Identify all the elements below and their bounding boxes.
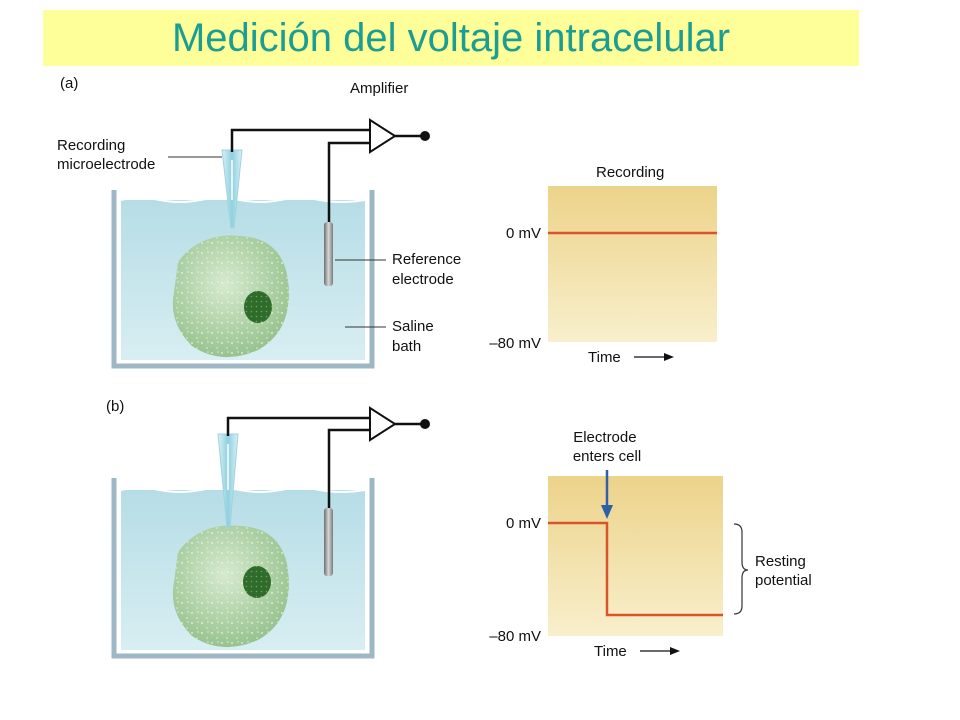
resting-potential-label: Resting potential	[755, 553, 812, 589]
output-terminal-b	[420, 419, 430, 429]
trace-b	[548, 521, 723, 617]
recording-microelectrode-b	[217, 433, 239, 529]
plot-a-title: Recording	[596, 164, 664, 181]
plot-b-0mv-label: 0 mV	[506, 515, 541, 532]
recording-plot-a: Recording 0 mV –80 mV Time	[489, 164, 717, 366]
panel-b: (b) Electrode enters cell	[106, 398, 812, 660]
panel-a: (a) Amplifier R	[57, 75, 717, 369]
electrode-enters-cell-label: Electrode enters cell	[573, 429, 641, 465]
beaker-wall-b	[111, 478, 375, 659]
output-terminal-a	[420, 131, 430, 141]
plot-a-time-label: Time	[588, 349, 621, 366]
time-arrow-a-icon	[664, 353, 674, 361]
plot-b-area	[548, 476, 723, 636]
plot-b-time-label: Time	[594, 643, 627, 660]
plot-a-0mv-label: 0 mV	[506, 225, 541, 242]
plot-b-80mv-label: –80 mV	[489, 628, 541, 645]
resting-potential-brace	[733, 523, 749, 615]
cell-b	[172, 525, 289, 648]
panel-b-label: (b)	[106, 398, 124, 415]
reference-electrode-label: Reference electrode	[392, 251, 465, 288]
plot-a-80mv-label: –80 mV	[489, 335, 541, 352]
plot-a-area	[548, 186, 717, 342]
time-arrow-b-icon	[670, 647, 680, 655]
beaker-wall-a	[111, 190, 375, 369]
reference-electrode-b	[324, 508, 333, 576]
electrode-entry-arrow-icon	[601, 505, 613, 519]
microelectrode-label: Recording microelectrode	[57, 137, 155, 173]
recording-microelectrode-a	[221, 149, 243, 229]
page-title: Medición del voltaje intracelular	[171, 16, 731, 60]
cell-a	[172, 235, 289, 358]
panel-a-label: (a)	[60, 75, 78, 92]
amplifier-b	[369, 406, 397, 442]
saline-bath-label: Saline bath	[392, 318, 438, 355]
amplifier-label: Amplifier	[350, 80, 408, 97]
reference-electrode-a	[324, 222, 333, 286]
recording-plot-b: Electrode enters cell 0 mV –80 mV Time R…	[489, 429, 811, 660]
title-banner: Medición del voltaje intracelular	[43, 10, 859, 66]
amplifier-a	[369, 118, 397, 154]
